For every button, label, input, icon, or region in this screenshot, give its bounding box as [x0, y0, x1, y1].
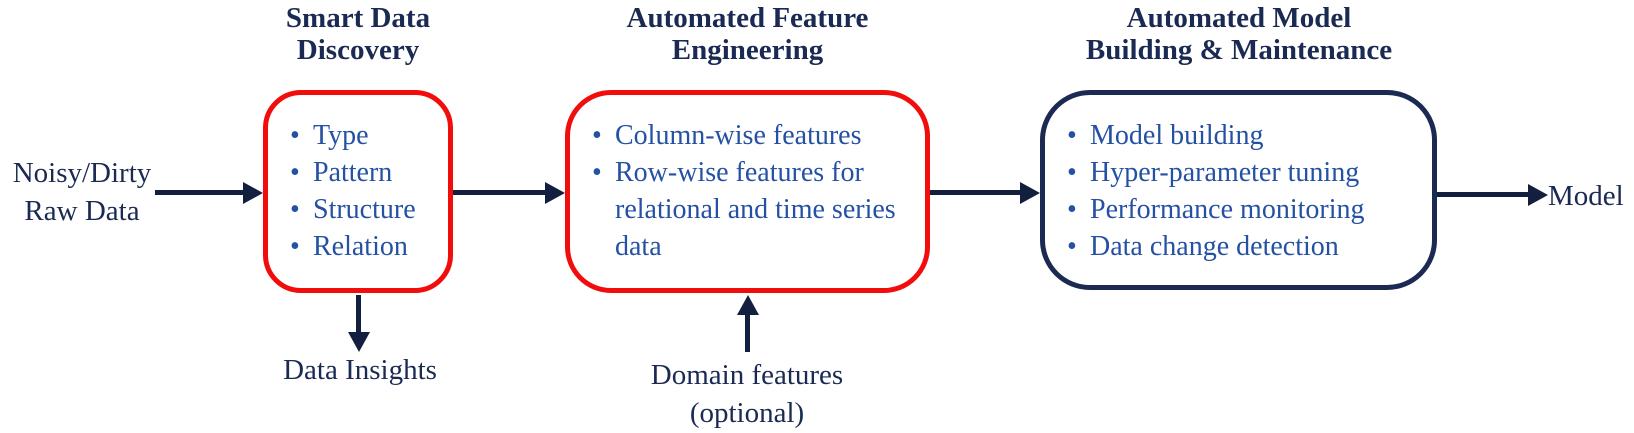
- stage-box-automated-feature-engineering: Column-wise features Row-wise features f…: [565, 90, 930, 293]
- arrow-discovery-to-feature-engineering: [453, 190, 545, 195]
- stage-title-smart-data-discovery: Smart Data Discovery: [285, 2, 431, 66]
- list-item: Type: [288, 117, 440, 154]
- arrow-domain-features-to-feature-engineering: [745, 315, 750, 352]
- stage-box-automated-model-building: Model building Hyper-parameter tuning Pe…: [1040, 90, 1437, 290]
- list-item: Hyper-parameter tuning: [1065, 154, 1424, 191]
- list-item: Model building: [1065, 117, 1424, 154]
- smart-data-discovery-list: Type Pattern Structure Relation: [268, 95, 448, 265]
- list-item: Column-wise features: [590, 117, 917, 154]
- arrow-to-model-output: [1437, 192, 1528, 197]
- list-item: Structure: [288, 191, 440, 228]
- list-item: Pattern: [288, 154, 440, 191]
- list-item: Relation: [288, 228, 440, 265]
- arrow-discovery-to-data-insights: [356, 295, 361, 332]
- input-label: Noisy/Dirty Raw Data: [12, 157, 152, 227]
- feature-engineering-list: Column-wise features Row-wise features f…: [570, 95, 925, 265]
- arrow-raw-data-to-discovery: [155, 190, 243, 195]
- list-item: Data change detection: [1065, 228, 1424, 265]
- stage-box-smart-data-discovery: Type Pattern Structure Relation: [263, 90, 453, 293]
- stage-title-automated-feature-engineering: Automated Feature Engineering: [626, 2, 869, 66]
- list-item: Row-wise features for relational and tim…: [590, 154, 917, 265]
- data-insights-label: Data Insights: [283, 354, 437, 386]
- output-label: Model: [1548, 180, 1624, 212]
- model-building-list: Model building Hyper-parameter tuning Pe…: [1045, 95, 1432, 265]
- domain-features-label: Domain features (optional): [650, 359, 844, 429]
- stage-title-automated-model-building: Automated Model Building & Maintenance: [1085, 2, 1393, 66]
- list-item: Performance monitoring: [1065, 191, 1424, 228]
- arrow-feature-engineering-to-model-building: [930, 190, 1020, 195]
